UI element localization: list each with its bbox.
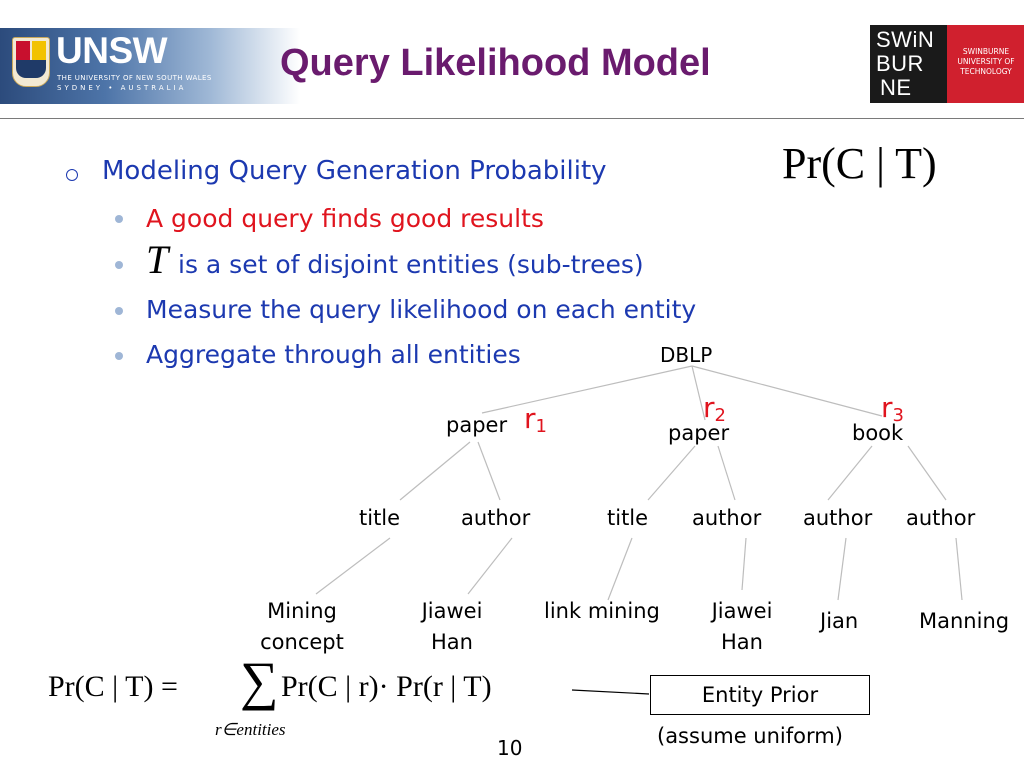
tree-node-book: book	[852, 421, 904, 445]
tree-edge	[467, 537, 513, 595]
sub-bullet-text: A good query finds good results	[146, 204, 544, 233]
entity-label-r1: r1	[524, 402, 547, 437]
tree-edge	[691, 365, 883, 417]
tree-edge	[607, 537, 633, 601]
tree-node-paper: paper	[446, 413, 508, 437]
main-bullet-marker-icon	[66, 169, 78, 181]
page-number: 10	[497, 736, 523, 760]
unsw-logo-subtitle: THE UNIVERSITY OF NEW SOUTH WALES	[57, 74, 212, 82]
tree-edge	[315, 537, 391, 595]
entity-prior-box: Entity Prior	[650, 675, 870, 715]
tree-leaf: Jiawei Han	[421, 599, 483, 654]
tree-leaf: Mining concept	[260, 599, 344, 654]
tree-edge	[837, 537, 847, 601]
tree-edge	[741, 537, 747, 591]
tree-node-author: author	[692, 506, 762, 530]
slide-title: Query Likelihood Model	[280, 42, 711, 84]
tree-node-author: author	[461, 506, 531, 530]
tree-leaf: Jian	[820, 609, 859, 633]
tree-edge	[477, 441, 501, 501]
unsw-logo-name: UNSW	[56, 30, 168, 71]
swinburne-logo-word-line: BUR	[876, 51, 924, 76]
main-formula: Pr(C | T)	[782, 139, 937, 188]
crest-icon	[12, 37, 50, 87]
tree-edge	[647, 445, 696, 501]
sub-bullet-text: Measure the query likelihood on each ent…	[146, 295, 697, 324]
tree-leaf: Jiawei Han	[711, 599, 773, 654]
tree-root-node: DBLP	[660, 343, 713, 367]
tree-leaf: Manning	[919, 609, 1010, 633]
entity-prior-connector	[571, 689, 650, 695]
entity-label-r2: r2	[703, 391, 726, 426]
sub-bullet-text: Aggregate through all entities	[146, 340, 521, 369]
unsw-logo-location: SYDNEY • AUSTRALIA	[57, 84, 187, 92]
tree-edge	[691, 365, 706, 421]
tree-edge	[717, 445, 736, 501]
tree-edge	[481, 365, 693, 414]
sub-bullet-marker-icon	[115, 307, 123, 315]
sub-bullet-marker-icon	[115, 261, 123, 269]
tree-edge	[907, 445, 947, 501]
swinburne-logo-mark: SWiN BUR NE	[870, 25, 947, 103]
entity-prior-note: (assume uniform)	[657, 724, 843, 748]
sum-symbol: ∑	[240, 651, 279, 711]
formula-subscript: r∈entities	[215, 720, 286, 739]
tree-node-title: title	[607, 506, 649, 530]
formula-rhs: Pr(C | r)· Pr(r | T)	[281, 670, 492, 703]
swinburne-logo-text-line: UNIVERSITY OF	[957, 57, 1015, 66]
tree-node-title: title	[359, 506, 401, 530]
main-bullet-text: Modeling Query Generation Probability	[102, 156, 607, 186]
swinburne-logo-text-line: SWINBURNE	[962, 47, 1010, 56]
header-divider	[0, 118, 1024, 119]
swinburne-logo-word-line: NE	[880, 75, 912, 100]
tree-edge	[955, 537, 963, 601]
tree-node-author: author	[803, 506, 873, 530]
tree-node-paper: paper	[668, 421, 730, 445]
tree-edge	[827, 445, 873, 501]
swinburne-logo-word-line: SWiN	[876, 27, 935, 52]
entity-label-r3: r3	[881, 391, 904, 426]
slide-header: UNSW THE UNIVERSITY OF NEW SOUTH WALES S…	[0, 0, 1024, 118]
sub-bullet-marker-icon	[115, 352, 123, 360]
tree-leaf: link mining	[544, 599, 660, 623]
formula-lhs: Pr(C | T) =	[48, 670, 178, 703]
tree-node-author: author	[906, 506, 976, 530]
sub-bullet-text: is a set of disjoint entities (sub-trees…	[178, 250, 644, 279]
unsw-logo: UNSW THE UNIVERSITY OF NEW SOUTH WALES S…	[0, 28, 300, 104]
swinburne-logo-text-line: TECHNOLOGY	[960, 67, 1012, 76]
sub-bullet-math: T	[146, 237, 169, 282]
tree-edge	[399, 441, 471, 501]
swinburne-logo-text: SWINBURNE UNIVERSITY OF TECHNOLOGY	[947, 25, 1024, 103]
sub-bullet-marker-icon	[115, 215, 123, 223]
